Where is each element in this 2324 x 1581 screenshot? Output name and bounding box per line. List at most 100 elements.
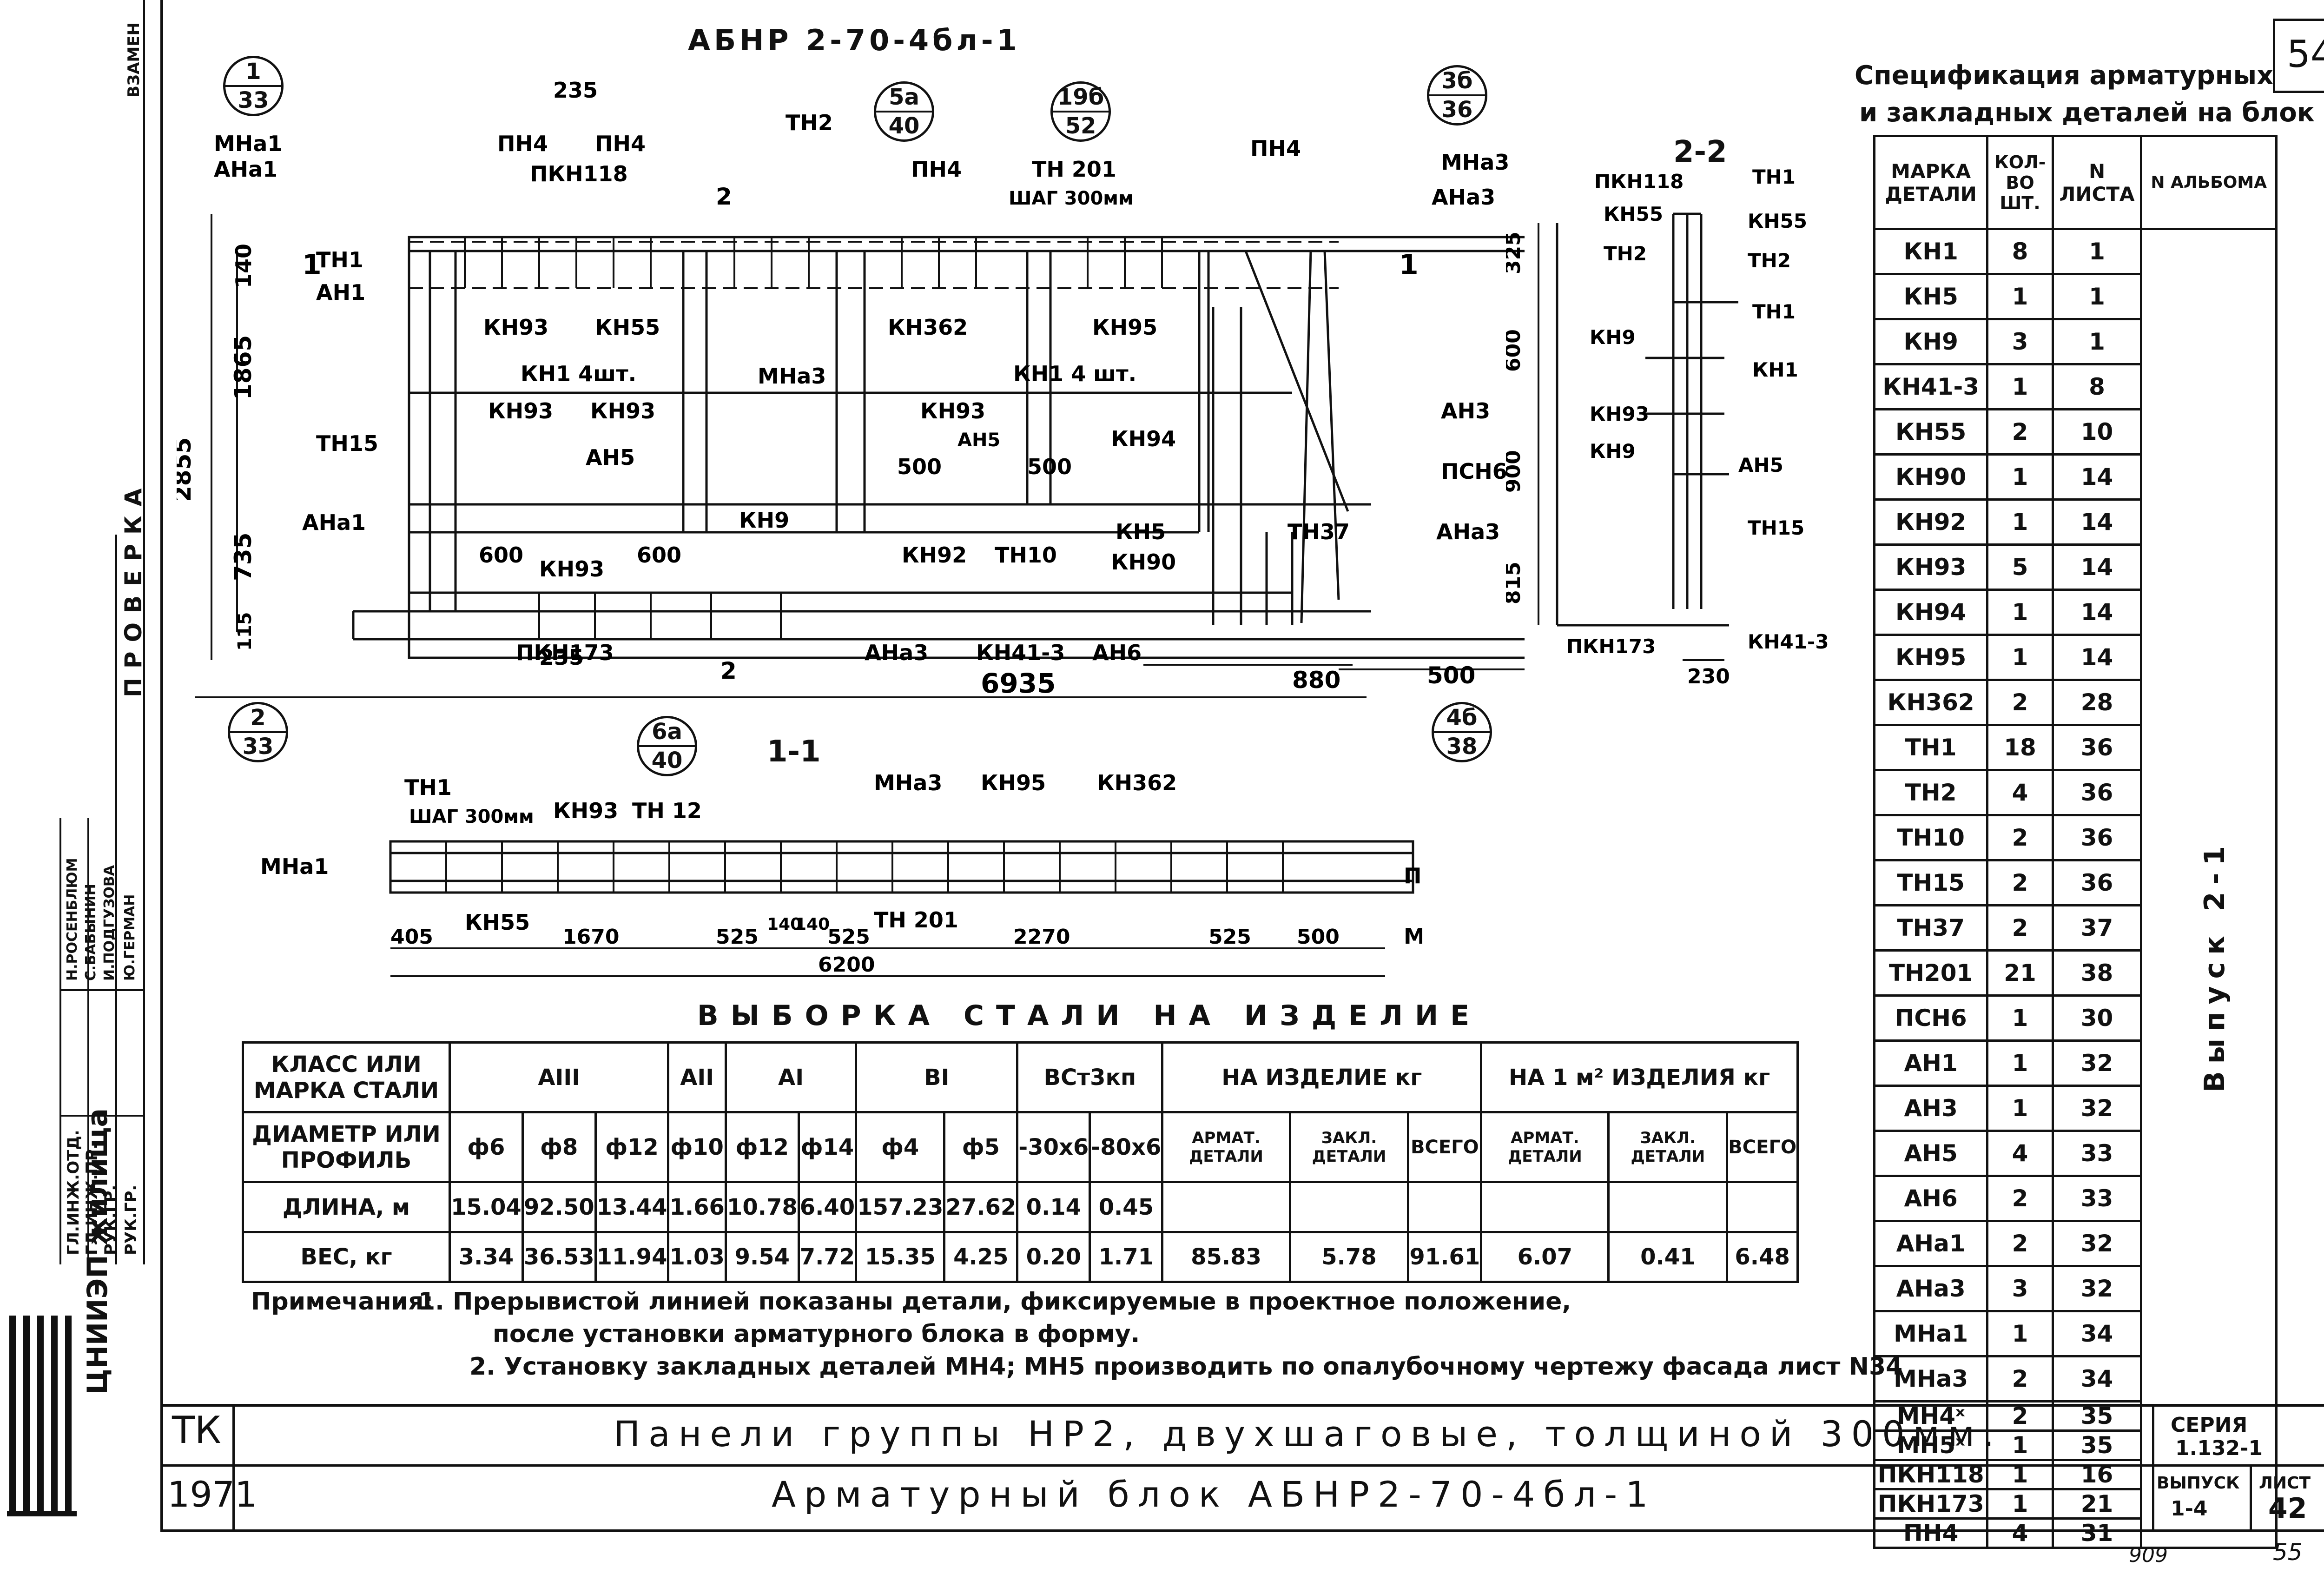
label-kn93-b: КН93 bbox=[488, 398, 553, 423]
spec-cell-sheet: 14 bbox=[2051, 453, 2143, 501]
spec-cell-sheet: 32 bbox=[2051, 1039, 2143, 1087]
label-an6: АН6 bbox=[1092, 640, 1142, 665]
s22-kn55-left: КН55 bbox=[1604, 203, 1663, 225]
label-kn94: КН94 bbox=[1111, 426, 1176, 451]
spec-cell-qty: 1 bbox=[1986, 1085, 2054, 1132]
spec-cell-mark: КН55 bbox=[1873, 408, 1989, 456]
s11-mna1: МНа1 bbox=[260, 854, 329, 879]
spec-cell-qty: 4 bbox=[1986, 769, 2054, 816]
s22-kn55-right: КН55 bbox=[1748, 210, 1807, 232]
spec-cell-mark: КН93 bbox=[1873, 543, 1989, 591]
spec-cell-mark: МН5ˣ bbox=[1873, 1429, 1989, 1461]
spec-cell-qty: 4 bbox=[1986, 1130, 2054, 1177]
total-h2: ВСЕГО bbox=[1407, 1111, 1483, 1184]
spec-cell-sheet: 35 bbox=[2051, 1400, 2143, 1432]
spec-cell-qty: 21 bbox=[1986, 949, 2054, 997]
spec-cell-qty: 8 bbox=[1986, 228, 2054, 275]
wt-1: 36.53 bbox=[521, 1230, 597, 1283]
spec-cell-qty: 2 bbox=[1986, 859, 2054, 906]
label-kn1-4: КН1 4шт. bbox=[521, 361, 636, 386]
diam-9: -80х6 bbox=[1089, 1111, 1164, 1184]
label-tn15: ТН15 bbox=[316, 431, 378, 456]
s11-kn55: КН55 bbox=[465, 910, 530, 935]
wt-14: 0.41 bbox=[1607, 1230, 1729, 1283]
spec-cell-sheet: 16 bbox=[2051, 1459, 2143, 1490]
series-label: СЕРИЯ bbox=[2171, 1413, 2248, 1437]
section-2-2-drawing: 325 600 900 815 230 ПКН118 ТН1 КН55 КН55… bbox=[1506, 167, 1829, 688]
diam-1: ф8 bbox=[521, 1111, 597, 1184]
diam-4: ф12 bbox=[724, 1111, 800, 1184]
label-kn93-c: КН93 bbox=[590, 398, 655, 423]
issue-label: ВЫПУСК bbox=[2157, 1474, 2240, 1493]
spec-cell-qty: 18 bbox=[1986, 724, 2054, 771]
spec-cell-sheet: 8 bbox=[2051, 363, 2143, 410]
spec-cell-mark: КН362 bbox=[1873, 679, 1989, 726]
spec-cell-qty: 1 bbox=[1986, 363, 2054, 410]
s22-tn2-left: ТН2 bbox=[1604, 242, 1647, 265]
spec-cell-qty: 2 bbox=[1986, 904, 2054, 952]
stamp-role-1: ГЛ.ИНЖ.ОТД. bbox=[64, 1130, 83, 1255]
stamp-name-3: И.ПОДГУЗОВА bbox=[101, 865, 118, 981]
len-3: 1.66 bbox=[667, 1181, 727, 1233]
title-line1: Панели группы НР2, двухшаговые, толщиной… bbox=[614, 1413, 2003, 1455]
s11-dim-500: 500 bbox=[1297, 925, 1340, 949]
spec-cell-sheet: 28 bbox=[2051, 679, 2143, 726]
dim-115: 115 bbox=[234, 612, 256, 651]
spec-cell-sheet: 38 bbox=[2051, 949, 2143, 997]
dim-735: 735 bbox=[230, 533, 257, 581]
dim22-230: 230 bbox=[1687, 665, 1730, 688]
diam-8: -30х6 bbox=[1016, 1111, 1091, 1184]
len-0: 15.04 bbox=[449, 1181, 524, 1233]
label-kn41-3: КН41-3 bbox=[976, 640, 1065, 665]
spec-cell-sheet: 35 bbox=[2051, 1429, 2143, 1461]
spec-cell-sheet: 14 bbox=[2051, 589, 2143, 636]
label-tn10: ТН10 bbox=[995, 542, 1057, 568]
label-psn6: ПСН6 bbox=[1441, 459, 1507, 484]
spec-cell-sheet: 32 bbox=[2051, 1265, 2143, 1312]
label-tn37: ТН37 bbox=[1287, 519, 1350, 544]
title-block-divider-h bbox=[160, 1464, 2324, 1467]
label-tn201: ТН 201 bbox=[1032, 157, 1116, 182]
spec-cell-mark: КН94 bbox=[1873, 589, 1989, 636]
dim22-815: 815 bbox=[1506, 562, 1525, 604]
total-h3: АРМАТ. ДЕТАЛИ bbox=[1480, 1111, 1610, 1184]
dim-600-b: 600 bbox=[637, 542, 681, 568]
label-pkn118: ПКН118 bbox=[530, 161, 628, 186]
stamp-name-4: Ю.ГЕРМАН bbox=[122, 894, 138, 981]
spec-cell-qty: 1 bbox=[1986, 1310, 2054, 1357]
diam-6: ф4 bbox=[855, 1111, 946, 1184]
dim-235-bottom: 235 bbox=[539, 645, 584, 670]
label-pn4-d: ПН4 bbox=[1250, 136, 1301, 161]
spec-cell-mark: АНа1 bbox=[1873, 1220, 1989, 1267]
spec-cell-mark: АН1 bbox=[1873, 1039, 1989, 1087]
s11-dim-140-a: 140 bbox=[767, 915, 802, 934]
spec-album-cell bbox=[2140, 228, 2278, 1549]
stamp-role-4: РУК.ГР. bbox=[122, 1184, 140, 1255]
label-kn55: КН55 bbox=[595, 315, 660, 340]
wt-10: 85.83 bbox=[1161, 1230, 1291, 1283]
wt-4: 9.54 bbox=[724, 1230, 800, 1283]
diam-2: ф12 bbox=[594, 1111, 670, 1184]
dim-500-b: 500 bbox=[1027, 454, 1072, 479]
label-pkn173: ПКН173 bbox=[516, 640, 614, 665]
spec-cell-qty: 2 bbox=[1986, 408, 2054, 456]
label-kn90: КН90 bbox=[1111, 549, 1176, 575]
spec-cell-mark: МНа1 bbox=[1873, 1310, 1989, 1357]
label-ana3-bottom: АНа3 bbox=[865, 640, 928, 665]
dim-600-a: 600 bbox=[479, 542, 523, 568]
spec-title-1: Спецификация арматурных bbox=[1855, 60, 2274, 91]
spec-cell-mark: КН95 bbox=[1873, 634, 1989, 681]
s11-tn12: ТН 12 bbox=[632, 798, 702, 823]
label-kn93-d: КН93 bbox=[920, 398, 985, 423]
diam-5: ф14 bbox=[797, 1111, 858, 1184]
s22-kn1: КН1 bbox=[1752, 358, 1798, 381]
